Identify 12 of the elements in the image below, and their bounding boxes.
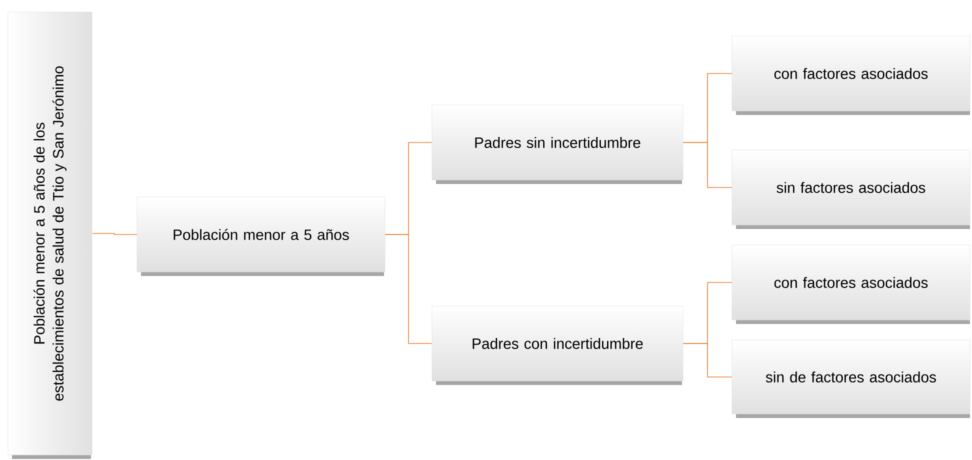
process-box: Padres con incertidumbre xyxy=(432,306,684,385)
process-box: con factores asociados xyxy=(732,244,970,324)
connector xyxy=(92,233,138,235)
process-box: sin factores asociados xyxy=(732,150,970,229)
connector xyxy=(384,234,432,344)
process-box: sin de factores asociados xyxy=(732,340,970,418)
process-box: Padres sin incertidumbre xyxy=(432,104,684,184)
process-box: Población menor a 5 años xyxy=(136,196,386,276)
connector xyxy=(682,142,732,188)
process-box: Población menor a 5 años de los establecimientos de salud de Ttio y San Jerónimo xyxy=(8,12,92,459)
connector xyxy=(682,343,732,378)
process-box: con factores asociados xyxy=(732,36,970,115)
